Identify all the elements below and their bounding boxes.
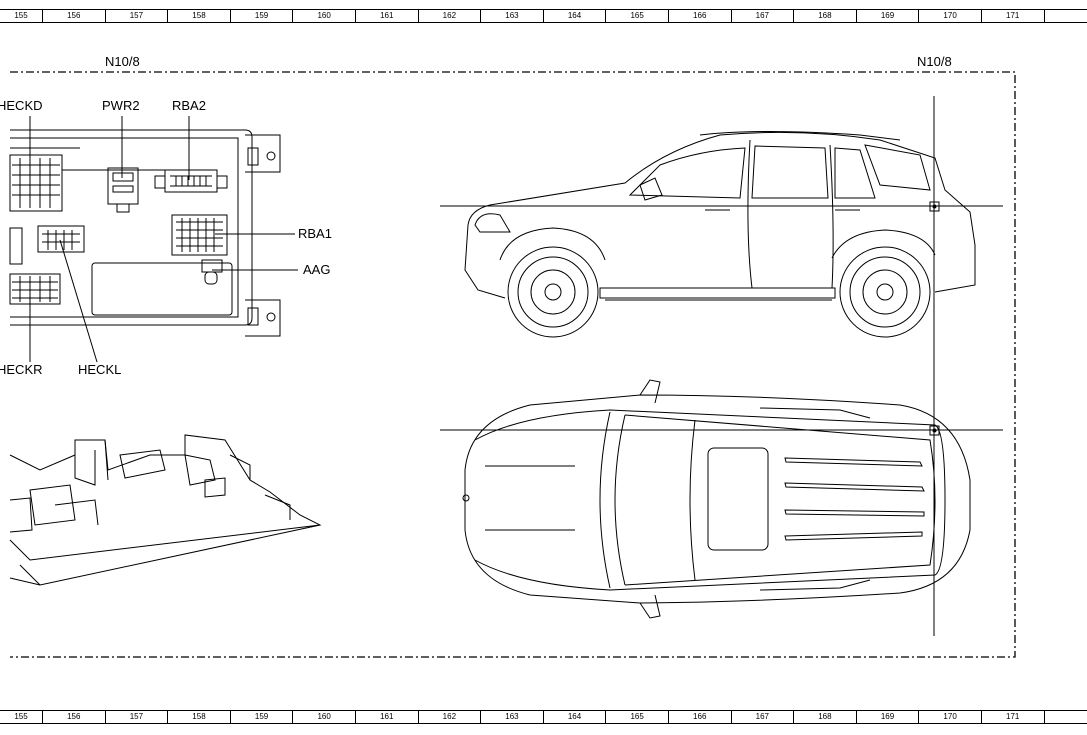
ruler-cell: 170	[919, 711, 982, 723]
ruler-cell: 162	[419, 711, 482, 723]
vehicle-top-view	[462, 379, 971, 619]
connector-label-rba1: RBA1	[298, 226, 332, 241]
ruler-cell: 170	[919, 10, 982, 22]
connector-label-pwr2: PWR2	[102, 98, 140, 113]
position-reference-lines	[440, 96, 1003, 636]
ruler-cell: 161	[356, 711, 419, 723]
connector-label-heckl: HECKL	[78, 362, 122, 377]
ruler-cell: 171	[982, 10, 1045, 22]
ruler-cell: 159	[231, 711, 294, 723]
ruler-cell: 167	[732, 711, 795, 723]
connector-label-heckd: HECKD	[0, 98, 43, 113]
ruler-cell: 168	[794, 10, 857, 22]
ruler-cell: 164	[544, 711, 607, 723]
ruler-cell: 166	[669, 711, 732, 723]
module-frame	[10, 71, 1016, 658]
ruler-cell: 158	[168, 711, 231, 723]
ruler-cell: 157	[106, 10, 169, 22]
ruler-cell: 165	[606, 10, 669, 22]
ruler-cell: 157	[106, 711, 169, 723]
connector-label-rba2: RBA2	[172, 98, 206, 113]
ruler-cell: 169	[857, 711, 920, 723]
leader-lines	[29, 116, 298, 363]
ruler-cell: 171	[982, 711, 1045, 723]
vehicle-side-view	[464, 131, 976, 338]
ruler-cell: 158	[168, 10, 231, 22]
ruler-cell: 166	[669, 10, 732, 22]
ruler-cell: 159	[231, 10, 294, 22]
ruler-cell: 169	[857, 10, 920, 22]
ruler-cell: 155	[0, 10, 43, 22]
ruler-cell: 156	[43, 711, 106, 723]
frame-label-left: N10/8	[105, 54, 140, 69]
ruler-cell: 164	[544, 10, 607, 22]
ruler-cell: 162	[419, 10, 482, 22]
ruler-cell: 160	[293, 10, 356, 22]
connector-label-heckr: HECKR	[0, 362, 43, 377]
ruler-cell: 168	[794, 711, 857, 723]
ruler-cell: 161	[356, 10, 419, 22]
control-unit-isometric-view	[9, 434, 322, 586]
frame-label-right: N10/8	[917, 54, 952, 69]
ruler-cell: 156	[43, 10, 106, 22]
ruler-cell: 165	[606, 711, 669, 723]
connector-label-aag: AAG	[303, 262, 331, 277]
control-unit-front-view	[9, 129, 281, 337]
ruler-cell: 163	[481, 10, 544, 22]
ruler-cell: 167	[732, 10, 795, 22]
ruler-cell: 160	[293, 711, 356, 723]
ruler-cell: 163	[481, 711, 544, 723]
ruler-cell: 155	[0, 711, 43, 723]
